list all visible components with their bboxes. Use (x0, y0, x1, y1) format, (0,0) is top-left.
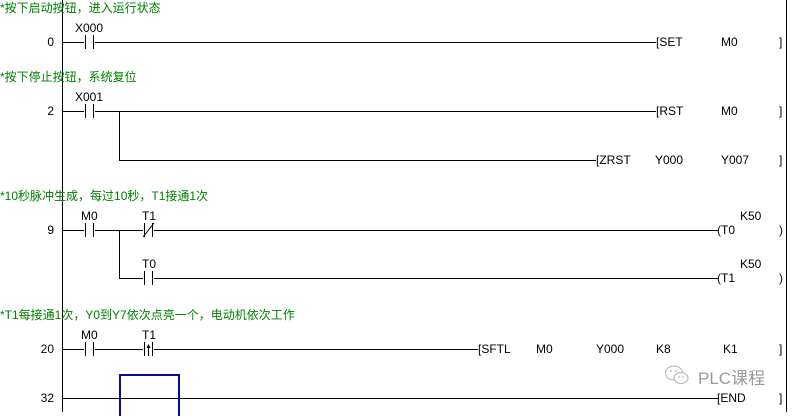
rung-comment[interactable]: *按下启动按钮，进入运行状态 (0, 1, 161, 15)
wire (154, 278, 718, 279)
branch-wire (119, 111, 120, 161)
end-instruction[interactable]: [END (717, 391, 746, 405)
wire (154, 349, 478, 350)
left-power-rail (62, 0, 63, 412)
sftl-instruction[interactable]: [SFTL (478, 342, 511, 356)
wire (154, 230, 718, 231)
wire (119, 278, 143, 279)
bracket-close: ] (779, 342, 783, 356)
instruction-arg: Y007 (721, 153, 750, 167)
contact-label: T1 (142, 209, 157, 223)
contact-label: X000 (75, 21, 104, 35)
instruction-op: END (720, 391, 746, 405)
coil-open: ( (717, 223, 721, 237)
step-number: 20 (40, 342, 54, 356)
coil-close: ) (779, 271, 783, 285)
set-instruction[interactable]: [SET (656, 35, 683, 49)
bracket-close: ] (779, 391, 783, 405)
instruction-arg: Y000 (655, 153, 684, 167)
rising-edge-contact[interactable] (143, 342, 155, 356)
coil-open: ( (717, 271, 721, 285)
wire (62, 42, 84, 43)
watermark-text: PLC课程 (698, 369, 766, 388)
timer-coil[interactable]: (T1 (717, 271, 735, 285)
contact-label: T1 (142, 328, 157, 342)
normally-open-contact[interactable] (84, 35, 96, 49)
wire (119, 160, 596, 161)
ladder-cursor[interactable] (119, 374, 180, 416)
contact-label: M0 (81, 328, 98, 342)
step-number: 2 (47, 104, 54, 118)
instruction-arg: M0 (721, 104, 738, 118)
instruction-op: RST (659, 104, 684, 118)
wechat-icon (665, 365, 689, 384)
wire (62, 398, 718, 399)
zrst-instruction[interactable]: [ZRST (596, 153, 631, 167)
contact-label: M0 (81, 209, 98, 223)
bracket-close: ] (779, 104, 783, 118)
contact-label: X001 (75, 90, 104, 104)
step-number: 9 (47, 223, 54, 237)
coil-device: T1 (721, 271, 736, 285)
coil-close: ) (779, 223, 783, 237)
contact-label: T0 (142, 257, 157, 271)
normally-open-contact[interactable] (84, 104, 96, 118)
instruction-op: SET (659, 35, 683, 49)
normally-open-contact[interactable] (84, 342, 96, 356)
instruction-arg: M0 (721, 35, 738, 49)
wire (95, 111, 656, 112)
instruction-op: ZRST (599, 153, 631, 167)
bracket-open: [ (717, 391, 721, 405)
wire (62, 230, 84, 231)
instruction-arg: M0 (536, 342, 553, 356)
instruction-arg: K1 (723, 342, 738, 356)
rung-comment[interactable]: *10秒脉冲生成，每过10秒，T1接通1次 (0, 189, 209, 203)
bracket-open: [ (596, 153, 600, 167)
rung-comment[interactable]: *T1每接通1次，Y0到Y7依次点亮一个，电动机依次工作 (0, 308, 295, 322)
instruction-arg: Y000 (596, 342, 625, 356)
bracket-open: [ (656, 104, 660, 118)
normally-open-contact[interactable] (143, 271, 155, 285)
instruction-op: SFTL (481, 342, 511, 356)
coil-device: T0 (721, 223, 736, 237)
bracket-close: ] (779, 35, 783, 49)
wire (95, 42, 656, 43)
branch-wire (119, 230, 120, 279)
step-number: 0 (47, 35, 54, 49)
rung-comment[interactable]: *按下停止按钮，系统复位 (0, 70, 137, 84)
wire (62, 111, 84, 112)
timer-coil[interactable]: (T0 (717, 223, 735, 237)
step-number: 32 (40, 391, 54, 405)
timer-setting: K50 (740, 257, 762, 271)
rst-instruction[interactable]: [RST (656, 104, 683, 118)
instruction-arg: K8 (656, 342, 671, 356)
normally-closed-contact[interactable] (143, 223, 155, 237)
right-power-rail (786, 0, 787, 412)
bracket-open: [ (656, 35, 660, 49)
wire (62, 349, 84, 350)
normally-open-contact[interactable] (84, 223, 96, 237)
bracket-close: ] (779, 153, 783, 167)
timer-setting: K50 (740, 209, 762, 223)
bracket-open: [ (478, 342, 482, 356)
wire (95, 349, 143, 350)
